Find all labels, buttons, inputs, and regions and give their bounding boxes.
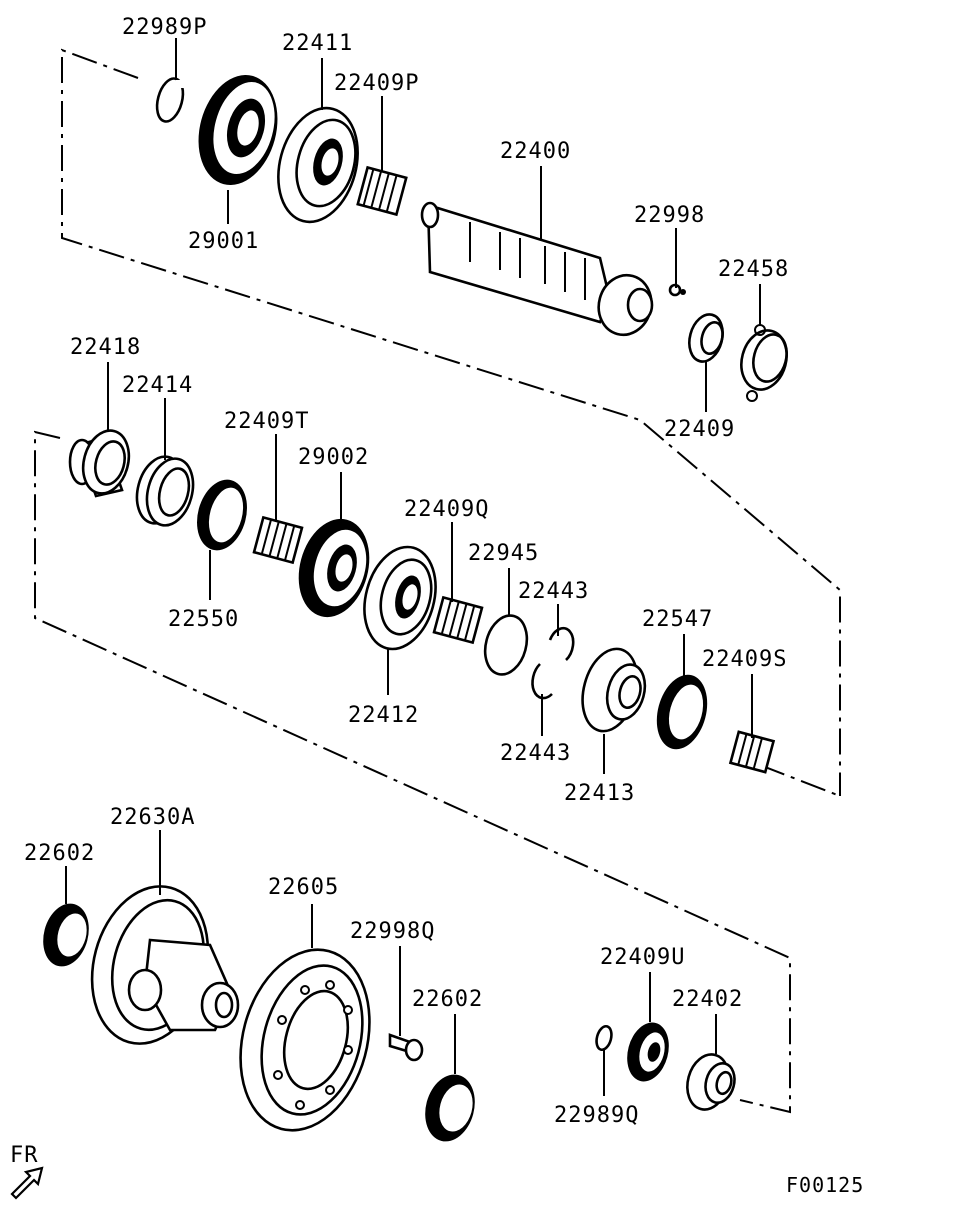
label-22409U: 22409U [600,945,685,970]
label-22411: 22411 [282,31,353,56]
middle-group-right [759,764,841,797]
part-22409U [627,1022,669,1082]
label-22413: 22413 [564,781,635,806]
label-22418: 22418 [70,335,141,360]
label-22409P: 22409P [334,71,419,96]
part-22411 [277,106,359,224]
part-22409Q [432,595,484,645]
part-22443-upper [548,626,575,661]
part-22409P [356,165,408,217]
label-22998: 22998 [634,203,705,228]
part-22605 [239,948,371,1132]
label-22409T: 22409T [224,409,309,434]
leader-lines [65,38,761,1096]
label-22602-left: 22602 [24,841,95,866]
top-group-boundary [61,48,841,796]
label-29002: 29002 [298,445,369,470]
part-22400 [420,201,654,337]
part-29001 [198,75,278,185]
label-22400: 22400 [500,139,571,164]
label-22409: 22409 [664,417,735,442]
label-22409Q: 22409Q [404,497,489,522]
part-22602-right [425,1074,475,1142]
label-22409S: 22409S [702,647,787,672]
part-22414 [135,455,195,527]
label-22443-upper: 22443 [518,579,589,604]
part-22547 [656,674,708,750]
label-22605: 22605 [268,875,339,900]
part-22458 [740,324,788,402]
front-indicator: FR [10,1143,44,1200]
label-22630A: 22630A [110,805,195,830]
part-22630A [90,885,240,1045]
label-22402: 22402 [672,987,743,1012]
part-22998 [668,283,686,297]
figure-code: F00125 [786,1173,864,1197]
label-22458: 22458 [718,257,789,282]
part-22409T [252,515,304,565]
part-22602-left [43,903,89,967]
middle-group-boundary [34,430,791,1114]
label-22989Q: 22989Q [554,1103,639,1128]
group-boundaries [34,48,841,1114]
part-22443-lower [531,663,553,700]
label-29001: 29001 [188,229,259,254]
label-22547: 22547 [642,607,713,632]
label-22989P: 22989P [122,15,207,40]
front-arrow-icon [10,1166,44,1200]
part-22989Q [595,1024,613,1052]
fr-label: FR [10,1143,39,1168]
label-22998Q: 22998Q [350,919,435,944]
part-22409 [688,313,724,363]
label-22414: 22414 [122,373,193,398]
label-22602-right: 22602 [412,987,483,1012]
part-22998Q [388,1033,424,1062]
part-29002 [298,518,370,618]
label-22550: 22550 [168,607,239,632]
part-labels: 22989P 22411 22409P 29001 22400 22998 22… [24,15,789,1128]
part-22413 [581,647,647,733]
part-22412 [363,545,437,651]
label-22412: 22412 [348,703,419,728]
part-22550 [197,479,247,551]
part-22409S [728,730,776,774]
part-22402 [686,1053,736,1111]
part-22945 [483,614,529,676]
part-22989P [155,77,185,123]
part-22418 [68,429,131,498]
label-22945: 22945 [468,541,539,566]
label-22443-lower: 22443 [500,741,571,766]
